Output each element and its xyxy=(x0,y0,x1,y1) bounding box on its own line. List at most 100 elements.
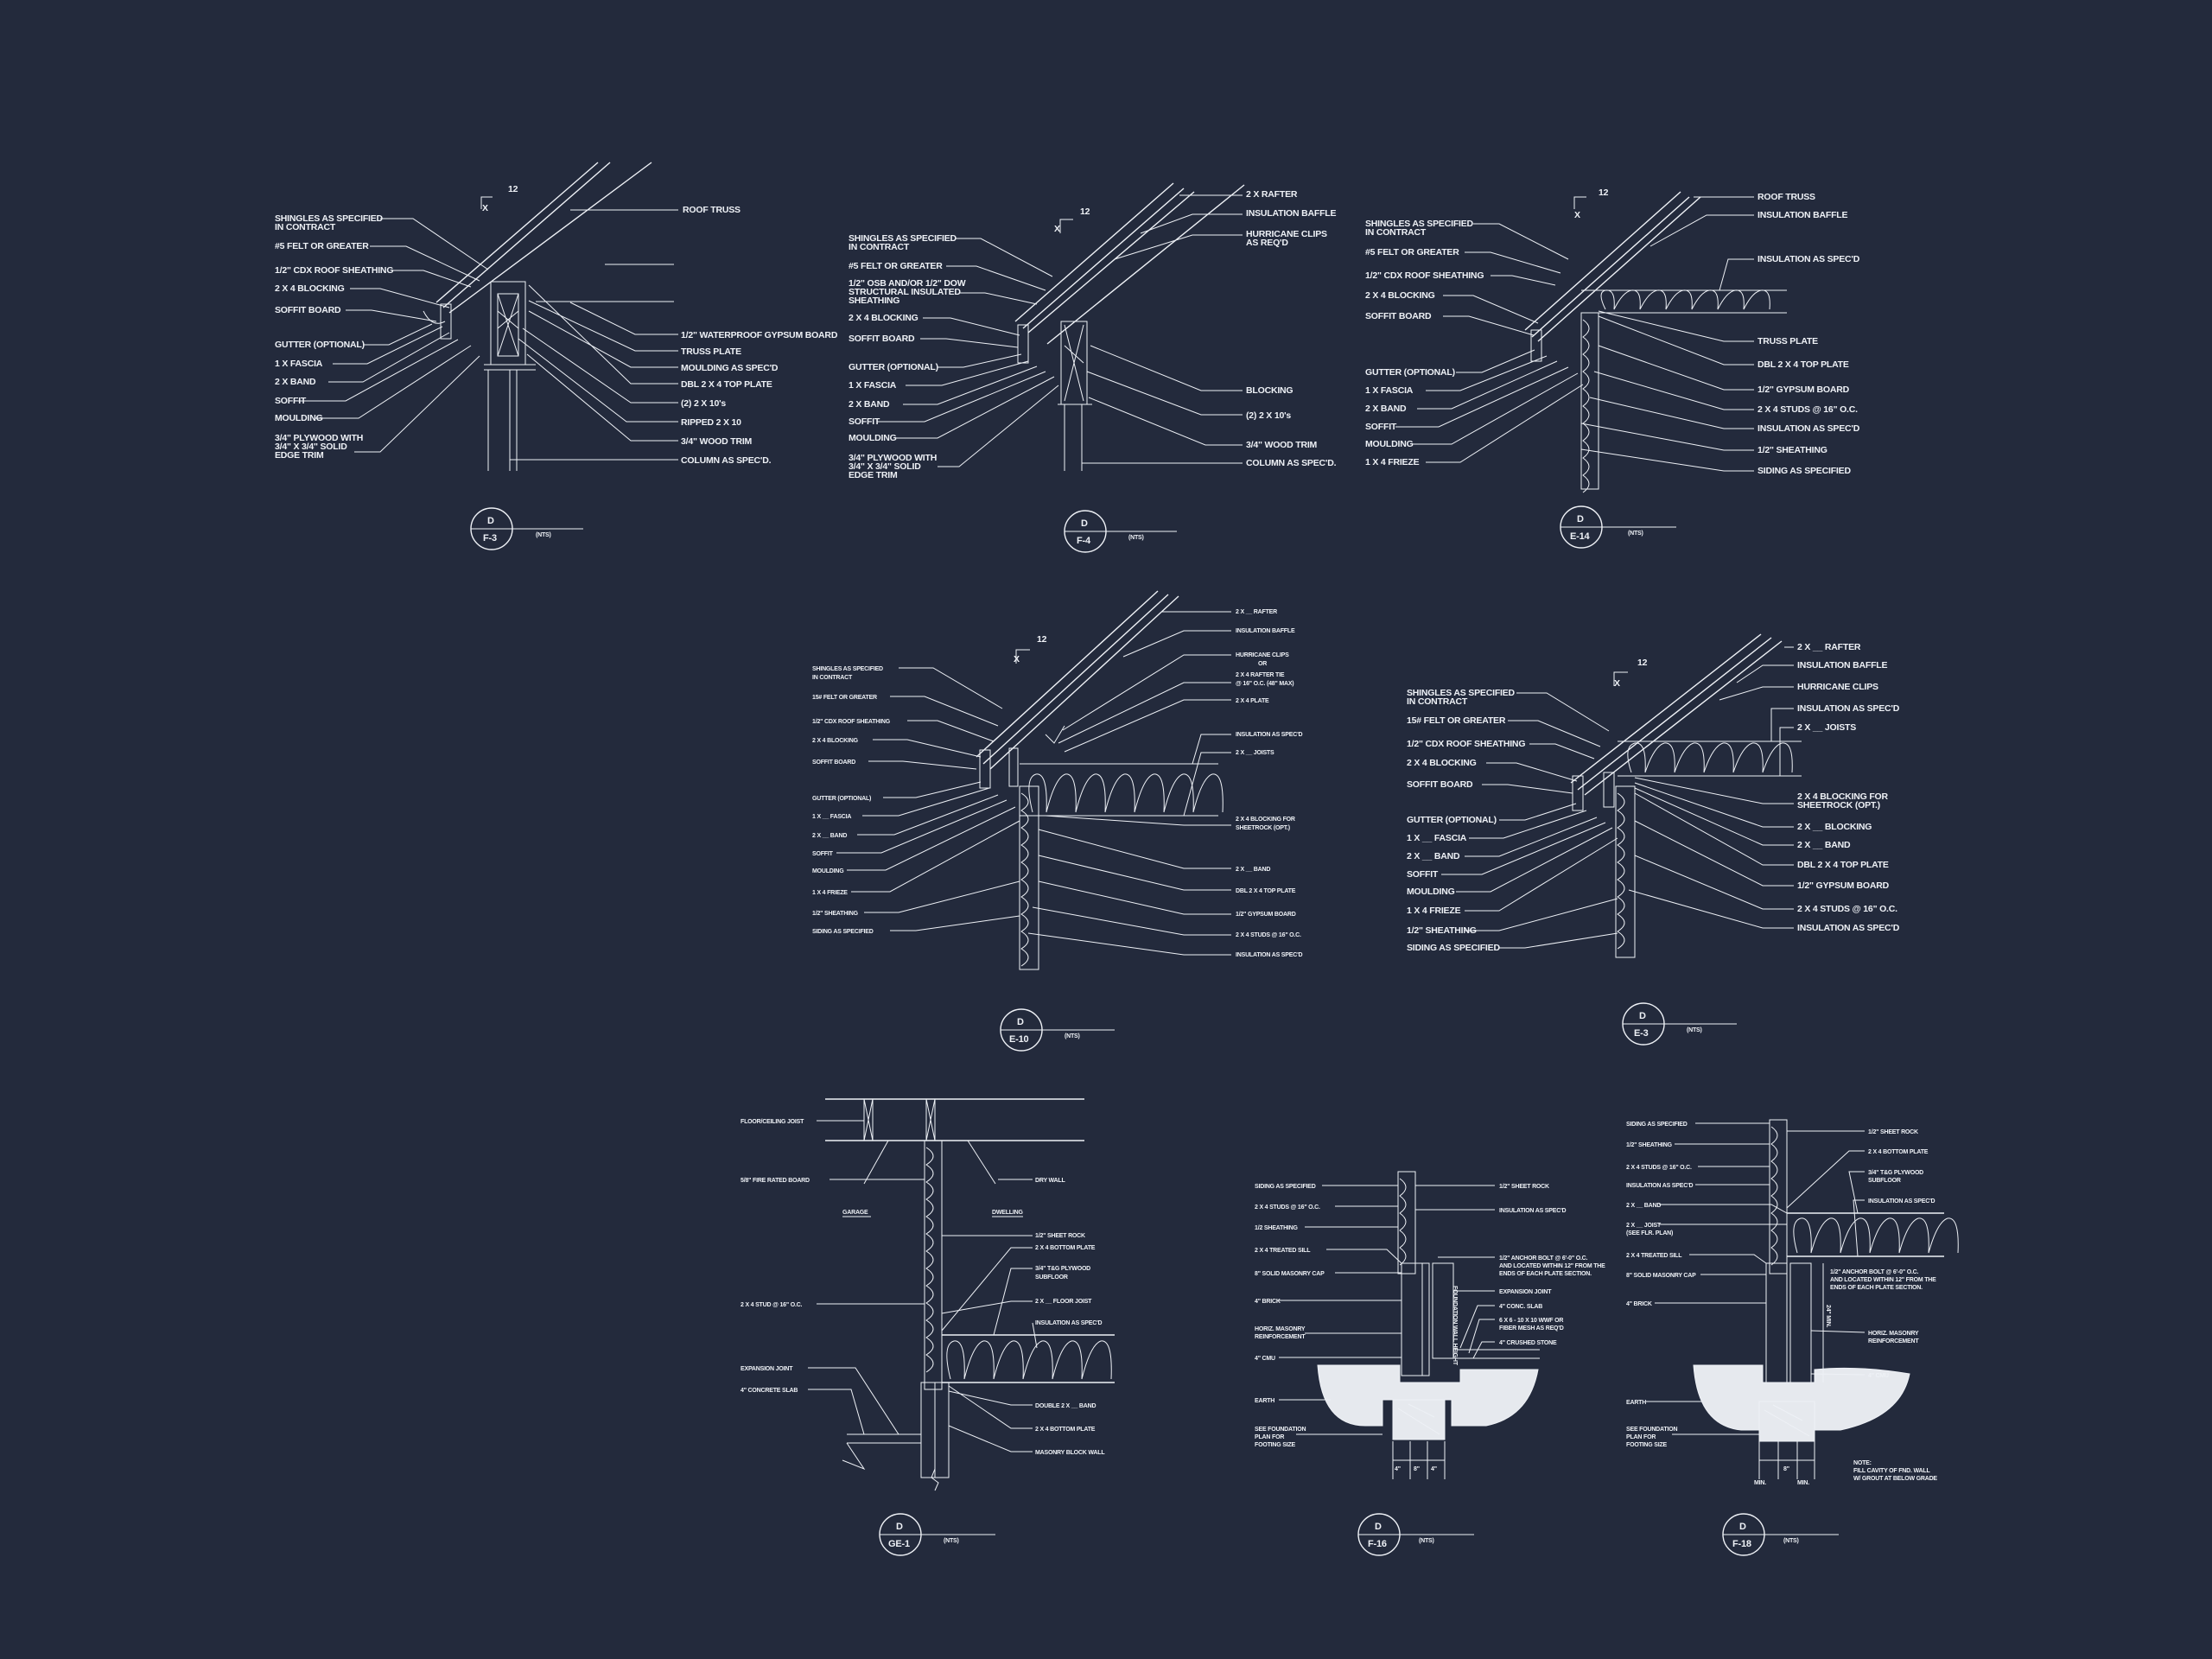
dim-3: 4" xyxy=(1431,1466,1437,1472)
leaders-right-f16 xyxy=(1415,1185,1495,1359)
labels-right-e14: ROOF TRUSS INSULATION BAFFLE INSULATION … xyxy=(1758,192,1860,476)
label: RIPPED 2 X 10 xyxy=(681,417,741,428)
label: 2 X 4 BLOCKING xyxy=(275,283,345,294)
tag-letter: D xyxy=(1017,1017,1024,1027)
vertical-note: 24" MIN. xyxy=(1825,1305,1831,1327)
note-line: W/ GROUT AT BELOW GRADE xyxy=(1853,1476,1937,1482)
label: INSULATION BAFFLE xyxy=(1797,660,1888,671)
scale-note: (NTS) xyxy=(536,532,551,538)
dim-2: 8" xyxy=(1414,1466,1420,1472)
roof-section-f4 xyxy=(1014,182,1245,471)
label: GUTTER (OPTIONAL) xyxy=(812,796,871,802)
label: FLOOR/CEILING JOIST xyxy=(741,1119,804,1125)
labels-left-ge1: FLOOR/CEILING JOIST 5/8" FIRE RATED BOAR… xyxy=(741,1119,810,1394)
tag-letter: D xyxy=(1639,1011,1646,1021)
label: 4" CMU xyxy=(1868,1373,1889,1379)
labels-left-f18: SIDING AS SPECIFIED 1/2" SHEATHING 2 X 4… xyxy=(1626,1122,1696,1448)
label: SOFFIT BOARD xyxy=(1407,779,1473,790)
label: 1/2" SHEET ROCK xyxy=(1035,1233,1085,1239)
pitch-12-f3: 12 xyxy=(508,184,518,194)
label: GUTTER (OPTIONAL) xyxy=(1407,815,1497,825)
label: INSULATION AS SPEC'D xyxy=(1035,1320,1103,1326)
roof-section-e10 xyxy=(976,590,1224,970)
label: INSULATION AS SPEC'D xyxy=(1758,254,1860,264)
labels-right-f16: 1/2" SHEET ROCK INSULATION AS SPEC'D 1/2… xyxy=(1499,1184,1605,1346)
label: ENDS OF EACH PLATE SECTION. xyxy=(1499,1271,1592,1277)
label: 2 X 4 RAFTER TIE xyxy=(1236,672,1285,678)
label: 2 X 4 BLOCKING xyxy=(812,738,859,744)
pitch-12-e14: 12 xyxy=(1599,188,1609,198)
label: 2 X 4 TREATED SILL xyxy=(1626,1253,1682,1259)
label: SUBFLOOR xyxy=(1035,1274,1068,1281)
leaders-left-e14 xyxy=(1395,223,1584,463)
label: 1/2" CDX ROOF SHEATHING xyxy=(1407,739,1525,749)
label: 1 X FASCIA xyxy=(275,359,323,369)
label: EDGE TRIM xyxy=(849,470,898,480)
label: 4" CONC. SLAB xyxy=(1499,1304,1542,1310)
label: (2) 2 X 10's xyxy=(681,398,726,409)
label: SOFFIT xyxy=(1407,869,1439,880)
label: SIDING AS SPECIFIED xyxy=(1255,1184,1316,1190)
labels-left-f16: SIDING AS SPECIFIED 2 X 4 STUDS @ 16" O.… xyxy=(1255,1184,1325,1448)
label: 2 X 4 BOTTOM PLATE xyxy=(1035,1427,1096,1433)
label: 2 X 4 BLOCKING FOR xyxy=(1236,817,1295,823)
label: PLAN FOR xyxy=(1255,1434,1284,1440)
label: 3/4" X 3/4" SOLID xyxy=(275,442,347,452)
leaders-right-f4 xyxy=(1082,194,1243,464)
label: OR xyxy=(1258,661,1267,667)
label: 1 X __ FASCIA xyxy=(812,814,851,820)
label: SHEETROCK (OPT.) xyxy=(1236,825,1290,831)
tag-sheet: F-18 xyxy=(1732,1539,1751,1549)
label: (SEE FLR. PLAN) xyxy=(1626,1230,1673,1236)
label: 2 X 4 STUDS @ 16" O.C. xyxy=(1758,404,1858,415)
tag-letter: D xyxy=(1375,1522,1382,1532)
scale-note: (NTS) xyxy=(1128,535,1144,541)
label: IN CONTRACT xyxy=(1365,227,1427,238)
label: 3/4" T&G PLYWOOD xyxy=(1035,1266,1090,1272)
label: 1 X FASCIA xyxy=(849,380,897,391)
label: SHINGLES AS SPECIFIED xyxy=(812,666,883,672)
label: 2 X __ BAND xyxy=(1407,851,1460,861)
label: SEE FOUNDATION xyxy=(1255,1427,1306,1433)
label: 1/2" ANCHOR BOLT @ 6'-0" O.C. xyxy=(1499,1255,1588,1262)
label: HURRICANE CLIPS xyxy=(1236,652,1289,658)
labels-right-ge1: DRY WALL 1/2" SHEET ROCK 2 X 4 BOTTOM PL… xyxy=(1035,1178,1106,1456)
tag-sheet: F-4 xyxy=(1077,536,1091,546)
label: 3/4" PLYWOOD WITH xyxy=(275,433,363,443)
label: 2 X __ BAND xyxy=(812,833,847,839)
label: 2 X __ BAND xyxy=(1797,840,1851,850)
label: SHEATHING xyxy=(849,296,899,306)
label: 2 X 4 BLOCKING xyxy=(1365,290,1435,301)
detail-tag-e14: D E-14 (NTS) xyxy=(1560,505,1676,549)
label: 2 X __ JOIST xyxy=(1626,1223,1662,1229)
label: 1/2" CDX ROOF SHEATHING xyxy=(1365,270,1484,281)
label: MOULDING AS SPEC'D xyxy=(681,363,779,373)
label: 1 X __ FASCIA xyxy=(1407,833,1467,843)
foundation-section-f18: MIN. 8" MIN. 24" MIN. xyxy=(1693,1119,1959,1486)
detail-tag-f4: D F-4 (NTS) xyxy=(1064,510,1177,553)
leaders-right-e10 xyxy=(1027,611,1231,956)
dim-3: MIN. xyxy=(1797,1480,1809,1486)
label: REINFORCEMENT xyxy=(1255,1334,1306,1340)
labels-right-e3: 2 X __ RAFTER INSULATION BAFFLE HURRICAN… xyxy=(1797,642,1900,933)
label: TRUSS PLATE xyxy=(1758,336,1818,346)
label: MOULDING xyxy=(849,433,897,443)
labels-right-f18: 1/2" SHEET ROCK 2 X 4 BOTTOM PLATE 3/4" … xyxy=(1830,1129,1936,1379)
label: 2 X 4 STUDS @ 16" O.C. xyxy=(1255,1205,1320,1211)
scale-note: (NTS) xyxy=(1783,1538,1799,1544)
label: MASONRY BLOCK WALL xyxy=(1035,1450,1105,1456)
label: 1/2" OSB AND/OR 1/2" DOW xyxy=(849,278,966,289)
label: AND LOCATED WITHIN 12" FROM THE xyxy=(1830,1277,1936,1283)
labels-right-f4: 2 X RAFTER INSULATION BAFFLE HURRICANE C… xyxy=(1246,189,1337,468)
labels-right-e10: 2 X __ RAFTER INSULATION BAFFLE HURRICAN… xyxy=(1236,609,1303,958)
label: #5 FELT OR GREATER xyxy=(849,261,943,271)
label: INSULATION AS SPEC'D xyxy=(1797,923,1900,933)
leaders-left-f18 xyxy=(1646,1122,1788,1435)
label: 3/4" X 3/4" SOLID xyxy=(849,461,921,472)
labels-left-e10: SHINGLES AS SPECIFIED IN CONTRACT 15# FE… xyxy=(812,666,891,935)
room-garage: GARAGE xyxy=(842,1210,868,1216)
scale-note: (NTS) xyxy=(1419,1538,1434,1544)
scale-note: (NTS) xyxy=(1687,1027,1702,1033)
label: 2 X 4 BOTTOM PLATE xyxy=(1035,1245,1096,1251)
label: 2 X 4 BLOCKING xyxy=(1407,758,1477,768)
